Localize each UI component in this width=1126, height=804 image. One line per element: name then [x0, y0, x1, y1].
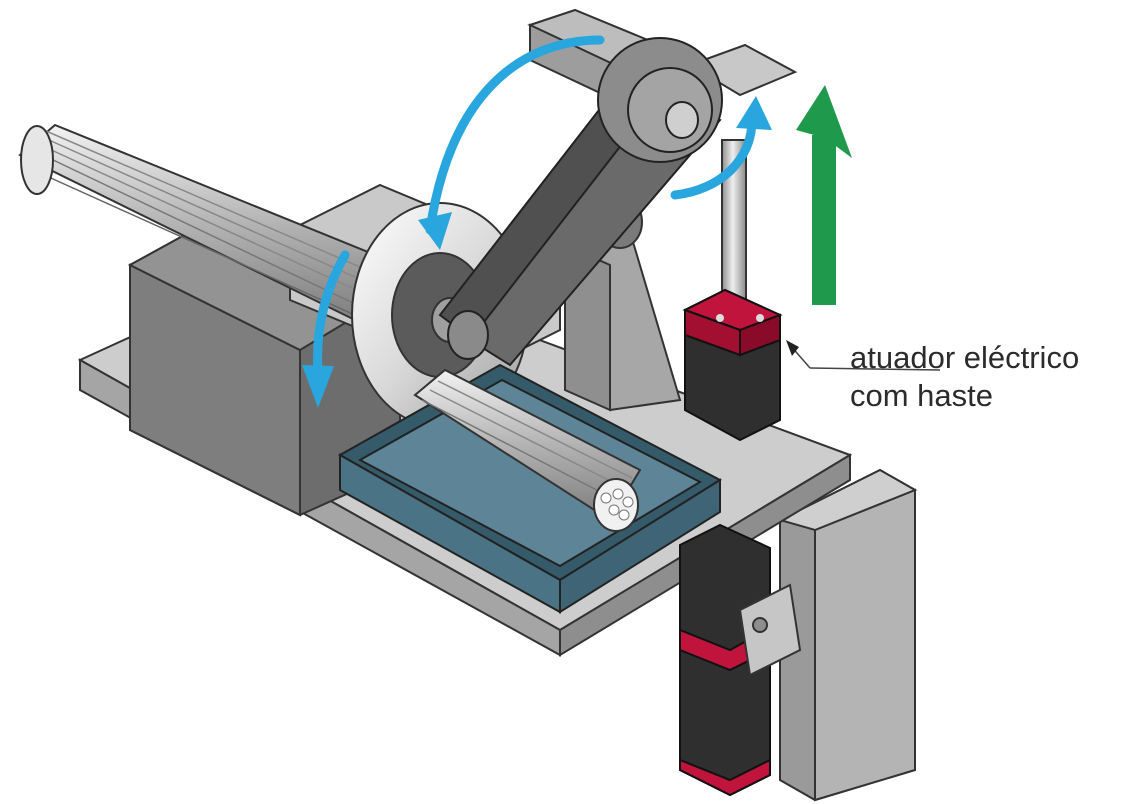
- lift-arrow: [796, 85, 852, 305]
- curved-arrow-icon: [425, 35, 605, 235]
- curved-arrow-icon-head: [302, 365, 334, 408]
- up-arrow-icon-shaft: [812, 135, 836, 305]
- wall-cabinet: [777, 468, 918, 802]
- actuator-body: [682, 288, 783, 442]
- motor-unit: [527, 8, 798, 163]
- callout-leader: [786, 340, 941, 371]
- curved-arrow-icon: [670, 115, 757, 200]
- cut-bars: [413, 368, 642, 532]
- actuator-callout-line-1: atuador eléctrico: [850, 340, 1080, 375]
- curved-arrow-icon-head: [736, 96, 772, 130]
- rotation-arrows: [302, 35, 772, 408]
- curved-arrow-icon: [313, 250, 350, 380]
- up-arrow-icon: [796, 85, 852, 158]
- lower-actuator: [679, 523, 802, 797]
- curved-arrow-icon-head: [418, 212, 452, 250]
- actuator-callout-line-2: com haste: [850, 378, 994, 413]
- bar-stock-bundle: [18, 123, 402, 327]
